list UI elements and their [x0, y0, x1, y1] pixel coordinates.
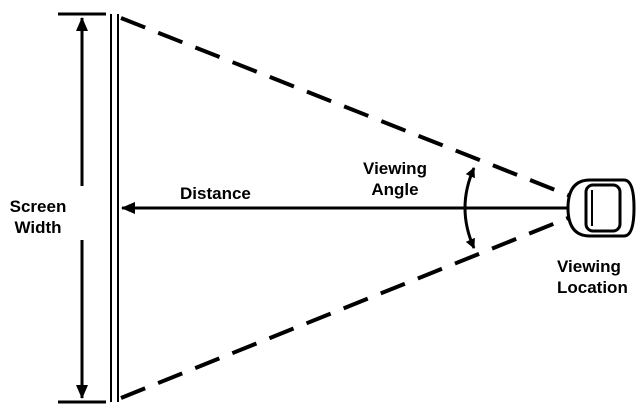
distance-label: Distance [180, 184, 251, 203]
viewing-cone [120, 16, 579, 400]
viewing-location-label-line-2: Location [557, 278, 628, 297]
cone-line-top [120, 16, 579, 201]
viewing-location-label: Viewing Location [557, 256, 642, 298]
viewing-angle-arc [463, 167, 476, 249]
screen [110, 14, 119, 402]
screen-width-label-line-1: Screen [9, 197, 67, 216]
screen-width-label: Screen Width [6, 196, 70, 238]
viewing-angle-label-line-2: Angle [371, 180, 419, 199]
screen-width-dimension [58, 12, 106, 404]
cone-line-bottom [120, 212, 579, 400]
viewer-chair-icon [566, 178, 636, 238]
viewing-angle-label: Viewing Angle [358, 158, 432, 200]
viewing-angle-label-line-1: Viewing [363, 159, 427, 178]
viewing-location-label-line-1: Viewing [557, 257, 621, 276]
screen-width-label-line-2: Width [14, 218, 62, 237]
